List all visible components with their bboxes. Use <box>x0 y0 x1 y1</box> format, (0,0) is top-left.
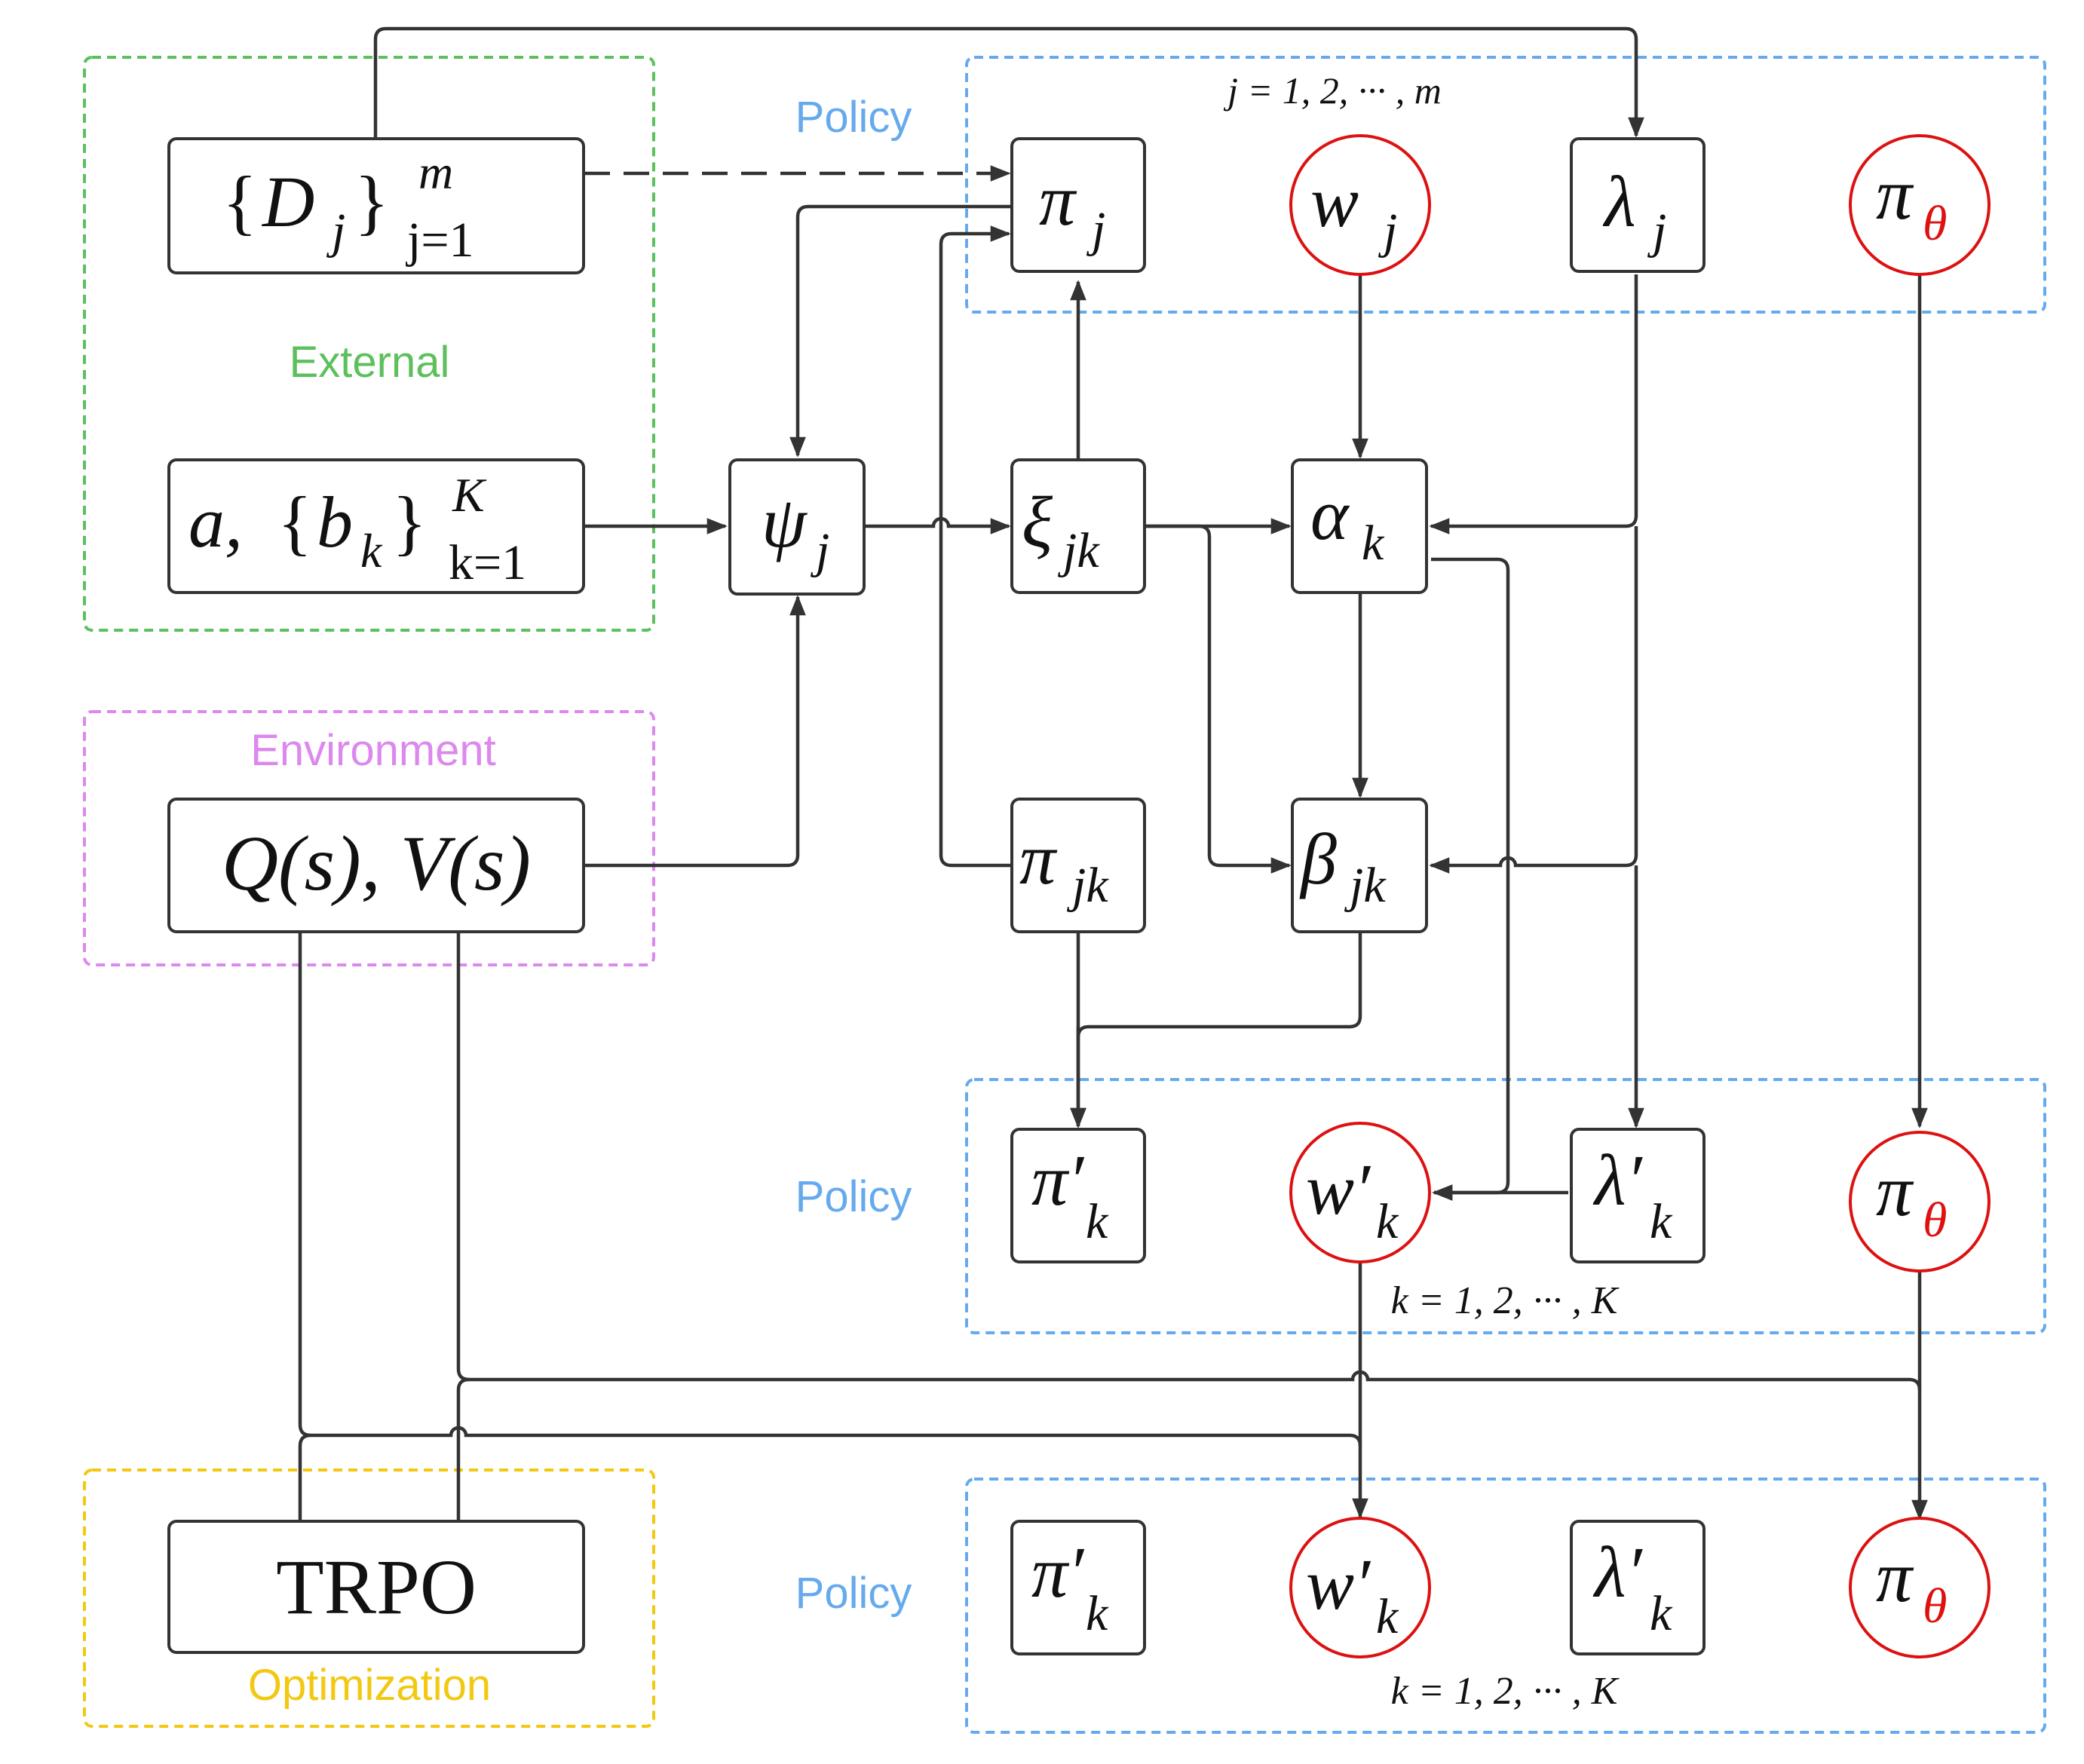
edge-qv-to-psi <box>584 595 806 868</box>
edge-qv-to-pi-theta <box>456 932 1922 1391</box>
svg-text:w′: w′ <box>1306 1149 1371 1230</box>
svg-text:θ: θ <box>1923 1193 1947 1248</box>
svg-text:ξ: ξ <box>1022 482 1053 562</box>
lambda-prime-mid-node: λ′ k <box>1570 1128 1706 1263</box>
svg-text:D: D <box>261 161 314 242</box>
edge-psi-to-xi <box>866 516 1011 534</box>
qv-node: Q(s), V(s) <box>167 798 585 933</box>
policy-top-label: Policy <box>795 93 912 142</box>
w-j-node: w j <box>1289 134 1431 276</box>
psi-node: ψ j <box>728 458 866 596</box>
svg-text:w′: w′ <box>1306 1544 1371 1625</box>
lambda-prime-bot-node: λ′ k <box>1570 1520 1706 1655</box>
policy-top-group <box>965 56 2046 314</box>
alpha-node: α k <box>1291 458 1428 594</box>
svg-text:π′: π′ <box>1031 1140 1085 1220</box>
edge-demos-to-lambda <box>373 26 1644 139</box>
svg-text:jk: jk <box>1344 858 1387 913</box>
svg-text:α: α <box>1310 474 1350 555</box>
svg-text:Q(s), V(s): Q(s), V(s) <box>222 820 531 907</box>
policy-mid-group <box>965 1078 2046 1334</box>
edge-lambda-to-beta <box>1429 526 1638 874</box>
svg-text:λ′: λ′ <box>1592 1140 1644 1220</box>
environment-label: Environment <box>250 726 496 775</box>
svg-text:j=1: j=1 <box>406 213 474 268</box>
svg-text:jk: jk <box>1057 523 1100 578</box>
policy-mid-index-range: k = 1, 2, ··· , K <box>1391 1279 1620 1322</box>
environment-group <box>83 710 655 966</box>
lambda-j-node: λ j <box>1570 137 1706 273</box>
svg-text:w: w <box>1310 161 1359 242</box>
edge-lambda-to-alpha <box>1429 274 1638 534</box>
policy-bot-label: Policy <box>795 1569 912 1618</box>
svg-text:k: k <box>1362 516 1385 571</box>
svg-text:k: k <box>1086 1586 1109 1641</box>
pi-theta-mid-node: π θ <box>1849 1131 1991 1272</box>
svg-text:ψ: ψ <box>762 482 808 562</box>
svg-text:k: k <box>1376 1194 1399 1249</box>
svg-text:{: { <box>277 482 312 562</box>
svg-text:k: k <box>360 524 383 577</box>
edge-trpo-right-leg <box>456 1377 470 1521</box>
svg-text:π: π <box>1039 160 1077 240</box>
policy-bot-group <box>965 1478 2046 1734</box>
pi-theta-top-node: π θ <box>1849 134 1991 276</box>
svg-text:π: π <box>1876 154 1914 234</box>
svg-text:π: π <box>1876 1150 1914 1231</box>
svg-text:m: m <box>418 145 453 199</box>
demos-node: { D j } m j=1 <box>167 137 585 274</box>
svg-text:TRPO: TRPO <box>276 1544 477 1631</box>
policy-mid-label: Policy <box>795 1172 912 1221</box>
optimization-label: Optimization <box>248 1661 491 1710</box>
trpo-node: TRPO <box>167 1520 585 1654</box>
pi-prime-mid-node: π′ k <box>1010 1128 1146 1263</box>
svg-text:θ: θ <box>1923 196 1947 251</box>
edge-alpha-to-w-prime <box>1431 557 1510 1201</box>
svg-text:π: π <box>1019 819 1058 899</box>
svg-text:jk: jk <box>1066 858 1109 913</box>
svg-text:a,: a, <box>188 482 243 562</box>
svg-text:β: β <box>1299 819 1337 899</box>
xi-node: ξ jk <box>1010 458 1146 594</box>
policy-top-index-range: j = 1, 2, ··· , m <box>1223 69 1442 112</box>
svg-text:k: k <box>1086 1194 1109 1249</box>
svg-text:k=1: k=1 <box>449 535 526 590</box>
svg-text:b: b <box>317 482 353 562</box>
svg-text:λ′: λ′ <box>1592 1532 1644 1612</box>
ab-node: a, { b k } K k=1 <box>167 458 585 594</box>
beta-node: β jk <box>1291 798 1428 933</box>
svg-text:λ: λ <box>1602 161 1636 242</box>
svg-text:}: } <box>354 161 389 242</box>
optimization-group <box>83 1468 655 1728</box>
edge-beta-to-pi-prime <box>1076 932 1362 1038</box>
edge-pi-j-to-psi <box>789 204 1012 458</box>
svg-text:k: k <box>1650 1586 1673 1641</box>
pi-prime-bot-node: π′ k <box>1010 1520 1146 1655</box>
svg-text:k: k <box>1376 1589 1399 1644</box>
pi-j-node: π j <box>1010 137 1146 273</box>
svg-text:}: } <box>392 482 427 562</box>
svg-text:{: { <box>222 161 257 242</box>
svg-text:π: π <box>1876 1536 1914 1617</box>
svg-text:k: k <box>1650 1194 1673 1249</box>
edge-trpo-left-leg <box>298 1433 311 1521</box>
edge-pi-jk-to-pi-j <box>939 225 1012 868</box>
svg-text:K: K <box>452 468 487 522</box>
w-prime-mid-node: w′ k <box>1289 1122 1431 1263</box>
edge-xi-to-beta <box>1145 524 1292 874</box>
w-prime-bot-node: w′ k <box>1289 1517 1431 1658</box>
svg-text:π′: π′ <box>1031 1532 1085 1612</box>
external-group <box>83 56 655 632</box>
pi-theta-bot-node: π θ <box>1849 1517 1991 1658</box>
policy-bot-index-range: k = 1, 2, ··· , K <box>1391 1670 1620 1713</box>
pi-jk-node: π jk <box>1010 798 1146 933</box>
svg-text:θ: θ <box>1923 1579 1947 1634</box>
external-label: External <box>290 338 450 387</box>
